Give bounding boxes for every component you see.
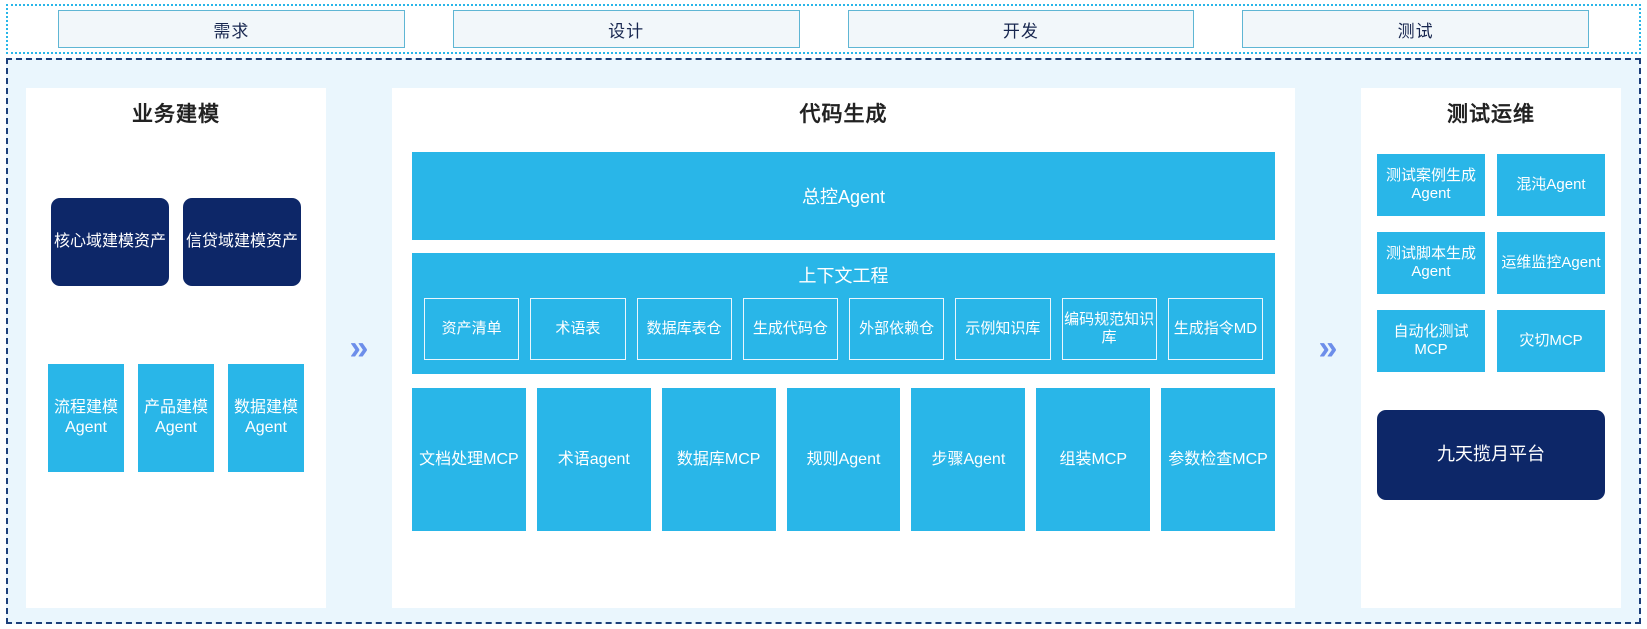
phase-label: 设计 <box>608 21 645 41</box>
agent-label: 混沌Agent <box>1516 175 1586 193</box>
tool-database-mcp[interactable]: 数据库MCP <box>661 388 776 531</box>
agent-label: 自动化测试MCP <box>1393 322 1469 358</box>
phase-label: 开发 <box>1002 21 1039 41</box>
code-generation-content: 总控Agent 上下文工程 资产清单 术语表 数据库表仓 <box>392 128 1295 531</box>
tool-step-agent[interactable]: 步骤Agent <box>911 388 1026 531</box>
asset-credit-domain[interactable]: 信贷域建模资产 <box>183 198 301 286</box>
tool-label: 组装MCP <box>1059 450 1127 468</box>
agent-product-modeling[interactable]: 产品建模Agent <box>138 364 214 472</box>
context-item-label: 生成代码仓 <box>752 320 828 337</box>
test-ops-row: 测试脚本生成Agent 运维监控Agent <box>1377 232 1605 294</box>
tool-label: 步骤Agent <box>931 450 1006 468</box>
agent-label: 灾切MCP <box>1519 331 1583 349</box>
panel-title-test-ops: 测试运维 <box>1447 103 1535 126</box>
context-item-coding-standard-knowledge-base[interactable]: 编码规范知识库 <box>1061 298 1157 360</box>
tool-rule-agent[interactable]: 规则Agent <box>786 388 901 531</box>
context-item-label: 外部依赖仓 <box>859 320 935 337</box>
tool-label: 文档处理MCP <box>419 450 519 468</box>
agent-label: 测试脚本生成Agent <box>1385 244 1476 280</box>
tool-label: 参数检查MCP <box>1168 450 1268 468</box>
context-item-label: 示例知识库 <box>965 320 1041 337</box>
agent-label: 流程建模Agent <box>53 399 118 436</box>
business-assets-row: 核心域建模资产 信贷域建模资产 <box>51 198 301 286</box>
context-engineering-title: 上下文工程 <box>798 266 889 286</box>
phase-strip: 需求 设计 开发 测试 <box>6 4 1641 54</box>
main-frame: 业务建模 核心域建模资产 信贷域建模资产 流程建模Agent 产品建模Agent… <box>6 58 1641 624</box>
panel-title-business-modeling: 业务建模 <box>132 103 220 126</box>
context-item-db-table-repo[interactable]: 数据库表仓 <box>636 298 732 360</box>
phase-label: 需求 <box>213 21 250 41</box>
context-item-example-knowledge-base[interactable]: 示例知识库 <box>955 298 1051 360</box>
context-item-label: 编码规范知识库 <box>1064 311 1155 346</box>
agent-ops-monitoring[interactable]: 运维监控Agent <box>1497 232 1605 294</box>
double-chevron-right-icon: » <box>1318 329 1338 367</box>
business-agents-row: 流程建模Agent 产品建模Agent 数据建模Agent <box>48 364 304 472</box>
asset-label: 核心域建模资产 <box>53 233 166 251</box>
context-item-label: 数据库表仓 <box>646 320 722 337</box>
agent-test-case-generation[interactable]: 测试案例生成Agent <box>1377 154 1485 216</box>
agent-label: 数据建模Agent <box>233 399 298 436</box>
panel-title-code-generation: 代码生成 <box>799 103 888 126</box>
tool-assembly-mcp[interactable]: 组装MCP <box>1036 388 1151 531</box>
context-items-row: 资产清单 术语表 数据库表仓 生成代码仓 外部依赖仓 <box>424 298 1263 360</box>
agent-label: 测试案例生成Agent <box>1385 166 1476 202</box>
phase-box-development[interactable]: 开发 <box>847 10 1195 48</box>
context-item-label: 术语表 <box>555 320 601 337</box>
test-ops-row: 测试案例生成Agent 混沌Agent <box>1377 154 1605 216</box>
tool-label: 术语agent <box>557 450 630 468</box>
panel-test-ops: 测试运维 测试案例生成Agent 混沌Agent 测试脚本生成Agent 运维监 <box>1361 88 1621 608</box>
flow-arrow-left-icon: » <box>326 88 392 608</box>
phase-label: 测试 <box>1397 21 1434 41</box>
tool-document-processing-mcp[interactable]: 文档处理MCP <box>412 388 526 531</box>
agent-label: 产品建模Agent <box>143 399 208 436</box>
agent-test-script-generation[interactable]: 测试脚本生成Agent <box>1377 232 1485 294</box>
context-engineering-band: 上下文工程 资产清单 术语表 数据库表仓 生成代码仓 <box>412 253 1275 374</box>
master-agent-band[interactable]: 总控Agent <box>412 152 1275 240</box>
context-item-label: 生成指令MD <box>1173 320 1258 337</box>
tool-parameter-check-mcp[interactable]: 参数检查MCP <box>1161 388 1276 531</box>
context-item-external-dependency-repo[interactable]: 外部依赖仓 <box>849 298 945 360</box>
context-item-generation-instruction-md[interactable]: 生成指令MD <box>1167 298 1263 360</box>
platform-jiutian-lanyue[interactable]: 九天揽月平台 <box>1377 410 1605 500</box>
double-chevron-right-icon: » <box>349 329 369 367</box>
context-item-glossary[interactable]: 术语表 <box>530 298 626 360</box>
panel-code-generation: 代码生成 总控Agent 上下文工程 资产清单 术语表 <box>392 88 1295 608</box>
agent-label: 运维监控Agent <box>1501 253 1601 271</box>
context-item-label: 资产清单 <box>441 320 502 337</box>
tool-glossary-agent[interactable]: 术语agent <box>536 388 651 531</box>
agent-data-modeling[interactable]: 数据建模Agent <box>228 364 304 472</box>
phase-box-design[interactable]: 设计 <box>452 10 800 48</box>
agent-chaos[interactable]: 混沌Agent <box>1497 154 1605 216</box>
tool-label: 数据库MCP <box>676 450 761 468</box>
phase-box-testing[interactable]: 测试 <box>1242 10 1589 48</box>
tool-label: 规则Agent <box>806 450 881 468</box>
asset-core-domain[interactable]: 核心域建模资产 <box>51 198 169 286</box>
mcp-disaster-switch[interactable]: 灾切MCP <box>1497 310 1605 372</box>
tools-row: 文档处理MCP 术语agent 数据库MCP 规则Agent 步骤Agent <box>412 388 1276 531</box>
context-item-generated-code-repo[interactable]: 生成代码仓 <box>742 298 838 360</box>
flow-arrow-right-icon: » <box>1295 88 1361 608</box>
test-ops-grid: 测试案例生成Agent 混沌Agent 测试脚本生成Agent 运维监控Agen… <box>1377 154 1605 372</box>
platform-label: 九天揽月平台 <box>1437 444 1545 465</box>
context-item-asset-inventory[interactable]: 资产清单 <box>424 298 520 360</box>
master-agent-label: 总控Agent <box>801 187 886 207</box>
asset-label: 信贷域建模资产 <box>185 233 298 251</box>
agent-process-modeling[interactable]: 流程建模Agent <box>48 364 124 472</box>
test-ops-row: 自动化测试MCP 灾切MCP <box>1377 310 1605 372</box>
phase-box-requirements[interactable]: 需求 <box>58 10 405 48</box>
mcp-automated-testing[interactable]: 自动化测试MCP <box>1377 310 1485 372</box>
panel-business-modeling: 业务建模 核心域建模资产 信贷域建模资产 流程建模Agent 产品建模Agent… <box>26 88 326 608</box>
